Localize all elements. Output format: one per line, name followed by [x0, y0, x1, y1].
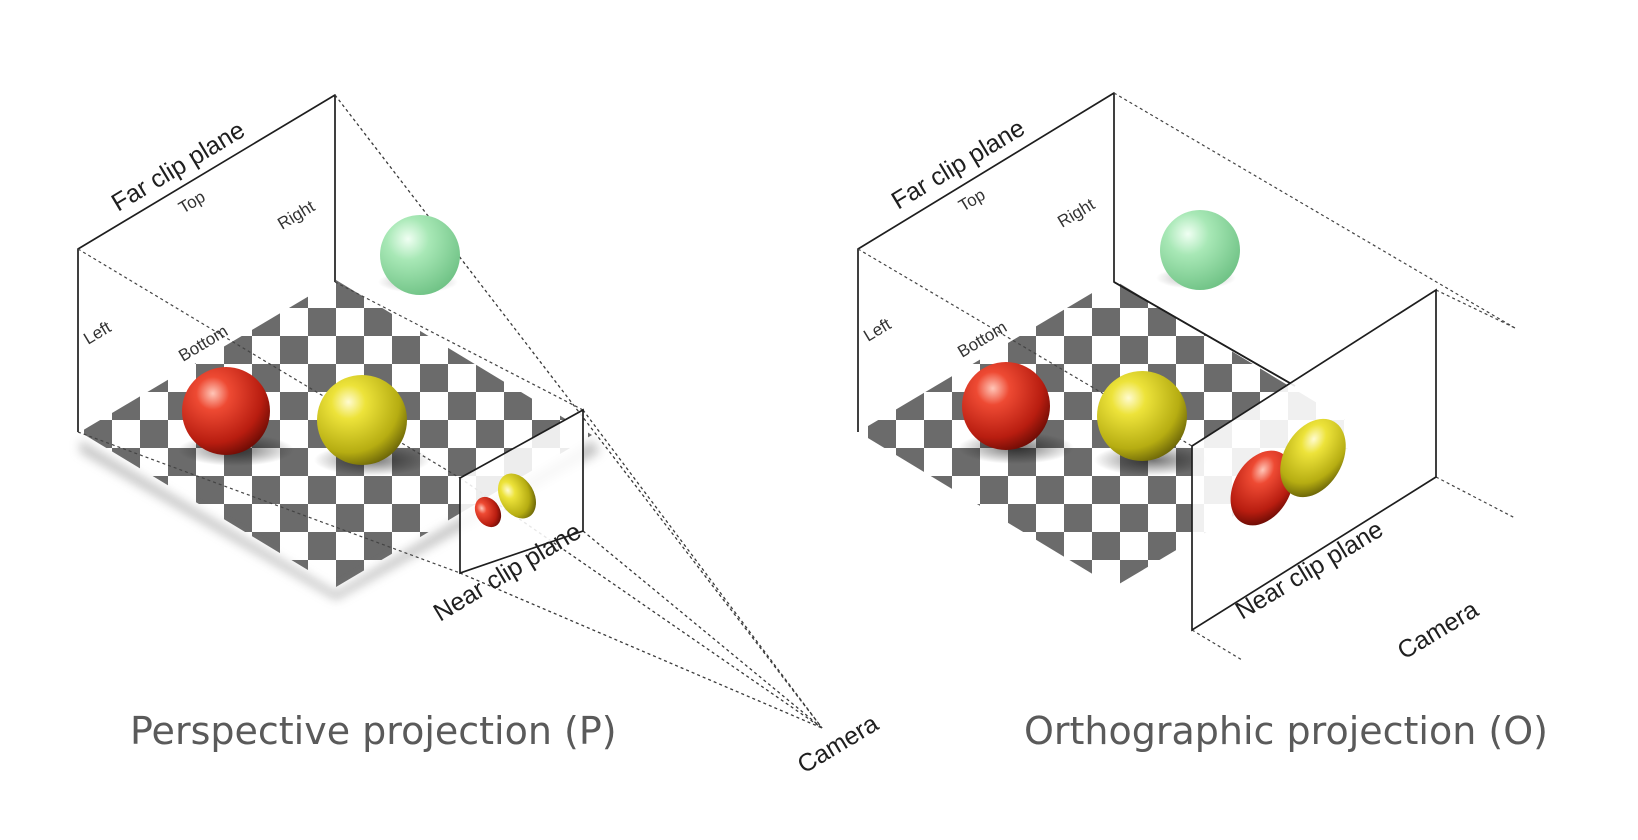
red-sphere — [962, 362, 1050, 450]
right-label: Right — [1054, 195, 1098, 232]
orthographic-diagram: Far clip plane Top Right Left Bottom Nea… — [857, 92, 1548, 753]
projected-red-sphere — [474, 496, 502, 528]
perspective-caption: Perspective projection (P) — [130, 709, 617, 753]
far-clip-plane-frame — [77, 94, 336, 432]
left-label: Left — [860, 314, 894, 345]
orthographic-camera-label: Camera — [1393, 595, 1484, 665]
right-label: Right — [274, 197, 318, 234]
top-label: Top — [955, 185, 988, 215]
perspective-diagram: Far clip plane Top Right Left Bottom Nea… — [77, 94, 884, 779]
projected-yellow-sphere — [498, 473, 536, 519]
green-sphere — [1160, 210, 1240, 290]
perspective-camera-label: Camera — [793, 709, 884, 779]
yellow-sphere — [1097, 371, 1187, 461]
green-sphere — [380, 215, 460, 295]
yellow-sphere — [317, 375, 407, 465]
orthographic-caption: Orthographic projection (O) — [1024, 709, 1548, 753]
red-sphere — [182, 367, 270, 455]
projected-yellow-sphere — [1280, 418, 1346, 498]
left-label: Left — [80, 317, 114, 348]
projected-red-sphere — [1230, 450, 1294, 526]
top-label: Top — [175, 187, 208, 217]
